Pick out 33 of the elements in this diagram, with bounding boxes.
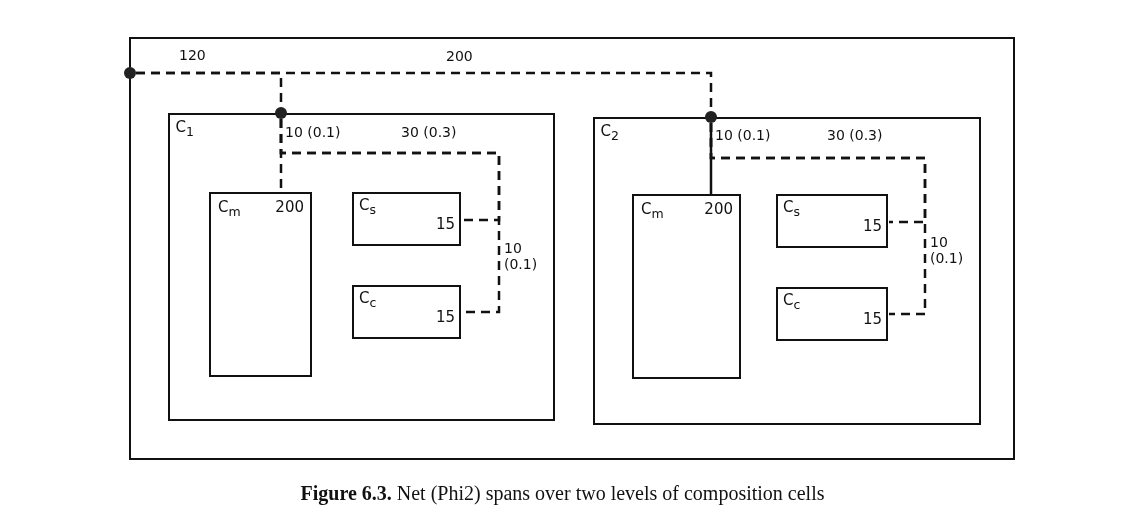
cell-value: 15 [435, 216, 455, 233]
cell-value: 200 [704, 201, 733, 218]
cell-box [776, 287, 888, 341]
dashed-wire [709, 123, 927, 316]
cell-box [209, 192, 312, 377]
cell-name: C$_{s}$ [783, 199, 800, 219]
cell-value: 200 [275, 199, 304, 216]
junction-dot [274, 106, 287, 119]
cell-box [352, 285, 461, 339]
dashed-wire [279, 119, 501, 314]
edge-label: 30 (0.3) [400, 124, 458, 141]
cell-name: C$_{1}$ [175, 118, 194, 139]
cell-box [129, 37, 1015, 460]
edge-label: 10 (0.1) [284, 124, 342, 141]
cell-name: C$_{2}$ [600, 122, 619, 143]
cell-value: 15 [435, 309, 455, 326]
cell-name: C$_{s}$ [359, 197, 376, 217]
cell-box [167, 112, 555, 421]
cell-name: C$_{c}$ [783, 292, 801, 312]
edge-label: 30 (0.3) [826, 127, 884, 144]
cell-box [632, 194, 741, 379]
edge-label: 10 (0.1) [714, 127, 772, 144]
cell-box [592, 116, 981, 425]
cell-box [776, 194, 888, 248]
cell-value: 15 [862, 218, 882, 235]
cell-name: C$_{c}$ [359, 290, 377, 310]
cell-value: 15 [862, 311, 882, 328]
figure-caption: Figure 6.3. Net (Phi2) spans over two levels of composition cells [300, 482, 825, 504]
cell-name: C$_{m}$ [218, 199, 241, 219]
junction-dot [704, 110, 717, 123]
junction-dot [124, 67, 136, 79]
cell-box [352, 192, 461, 246]
cell-name: C$_{m}$ [641, 201, 664, 221]
